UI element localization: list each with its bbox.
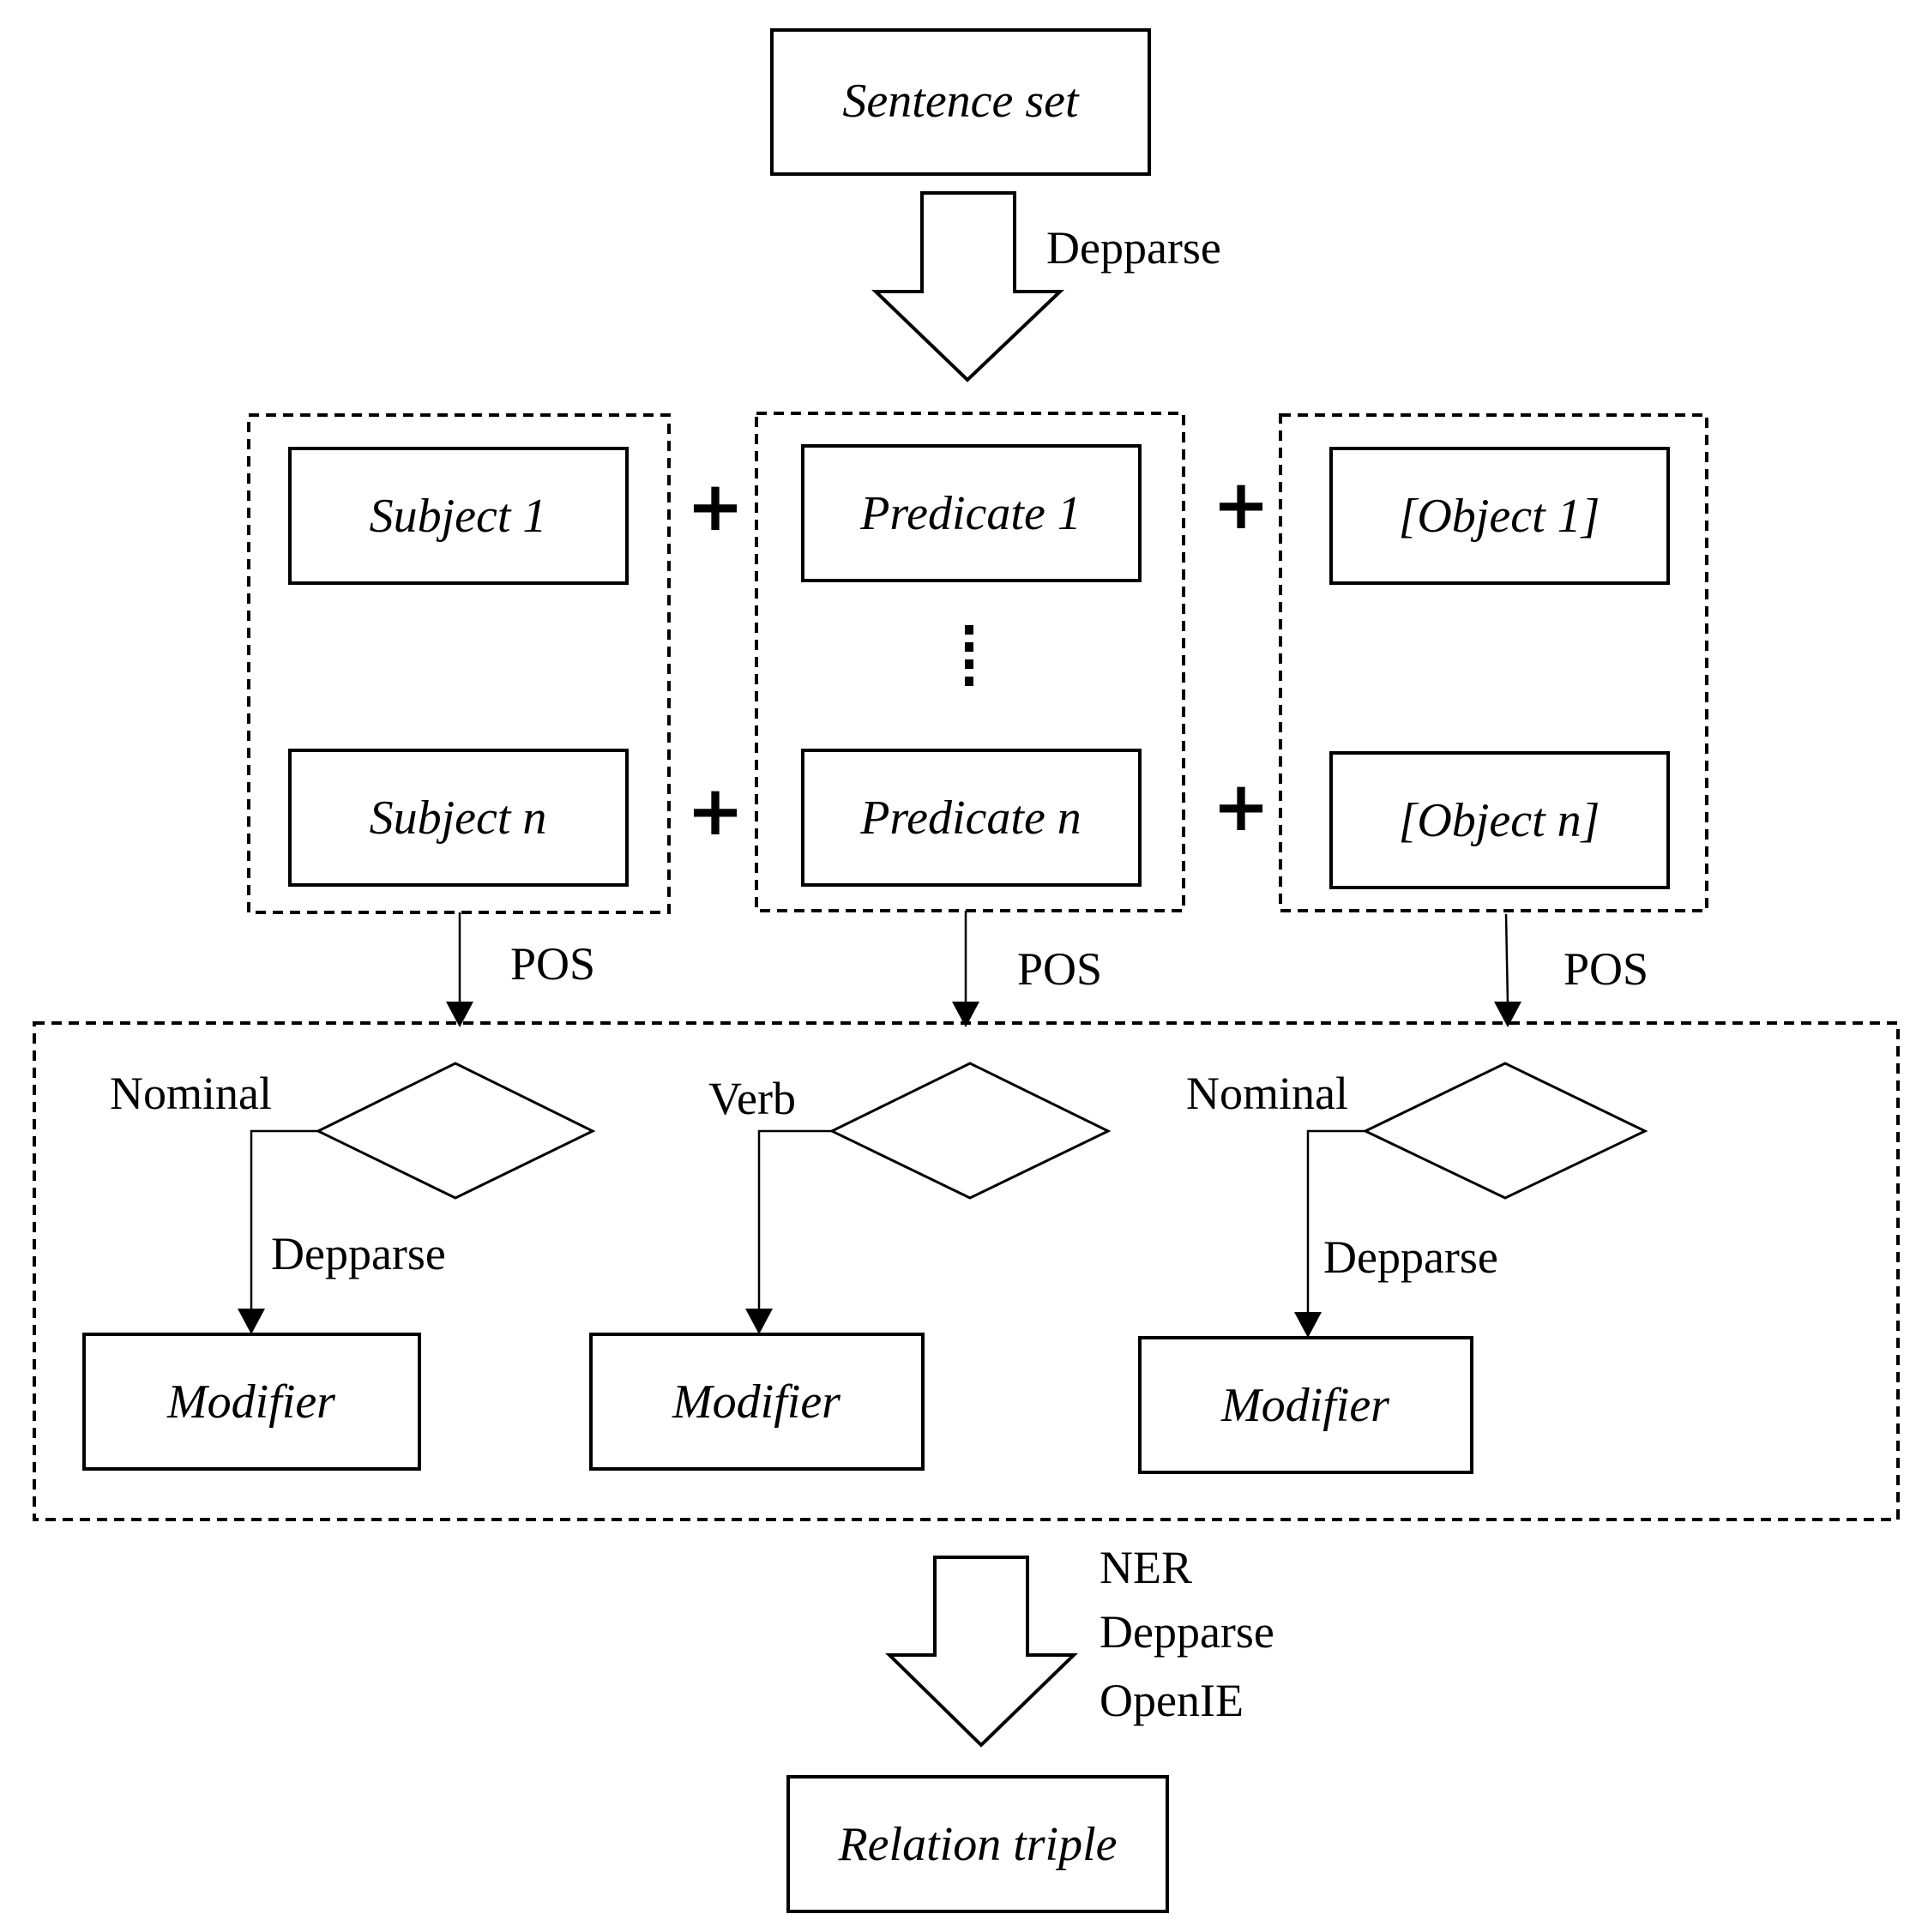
object-n-node xyxy=(1329,751,1670,889)
object-1-node xyxy=(1329,447,1670,585)
verb-branch: Verb Modifier xyxy=(589,1062,1112,1471)
pos-arrow-predicate: POS xyxy=(952,911,1102,1027)
predicate-n-label: Predicate n xyxy=(859,791,1082,845)
pos-arrow-subject: POS xyxy=(446,912,595,1027)
relation-triple-node: Relation triple xyxy=(786,1775,1169,1913)
modifier-node xyxy=(589,1333,925,1471)
object-1-label: [Object 1] xyxy=(1399,490,1600,543)
decision-diamond xyxy=(315,1062,596,1200)
decision-diamond xyxy=(1362,1062,1648,1200)
vertical-ellipsis xyxy=(965,625,973,686)
modifier-node xyxy=(82,1333,421,1471)
pos-label: POS xyxy=(1017,943,1102,995)
subject-n-node xyxy=(288,749,629,887)
subject-1-label: Subject 1 xyxy=(370,490,547,543)
depparse-label: Depparse xyxy=(1323,1231,1498,1283)
predicate-group: Predicate 1 Predicate n xyxy=(755,412,1185,912)
plus-sign: + xyxy=(1212,767,1269,846)
sentence-set-label: Sentence set xyxy=(842,75,1080,128)
predicate-1-node xyxy=(801,444,1142,582)
verb-label: Verb xyxy=(708,1073,796,1124)
nominal-branch-left: Nominal Depparse Modifier xyxy=(82,1062,596,1471)
modifier-label: Modifier xyxy=(1220,1379,1389,1432)
depparse-label-top: Depparse xyxy=(1046,222,1221,274)
plus-sign: + xyxy=(686,771,744,851)
object-group: [Object 1] [Object n] xyxy=(1279,413,1708,912)
pos-label: POS xyxy=(1564,943,1648,995)
decision-diamond xyxy=(828,1062,1112,1200)
depparse-label: Depparse xyxy=(271,1228,446,1279)
ner-depparse-openie-arrow: NER Depparse OpenIE xyxy=(885,1542,1274,1748)
subject-group: Subject 1 Subject n xyxy=(247,413,671,914)
pos-label: POS xyxy=(510,938,595,990)
modifier-label: Modifier xyxy=(672,1375,840,1429)
pos-processing-group xyxy=(33,1021,1900,1521)
nominal-label: Nominal xyxy=(1186,1068,1348,1119)
depparse-label: Depparse xyxy=(1100,1606,1274,1658)
object-n-label: [Object n] xyxy=(1399,794,1600,847)
relation-triple-label: Relation triple xyxy=(837,1818,1117,1871)
predicate-1-label: Predicate 1 xyxy=(859,487,1082,540)
modifier-node xyxy=(1138,1336,1473,1474)
openie-label: OpenIE xyxy=(1100,1675,1244,1726)
sentence-set-node: Sentence set xyxy=(770,28,1151,176)
predicate-n-node xyxy=(801,749,1142,887)
nominal-label: Nominal xyxy=(110,1068,272,1119)
plus-sign: + xyxy=(686,466,744,546)
subject-n-label: Subject n xyxy=(370,791,547,845)
subject-1-node xyxy=(288,447,629,585)
pos-arrow-object: POS xyxy=(1494,913,1648,1027)
nominal-branch-right: Nominal Depparse Modifier xyxy=(1138,1062,1648,1474)
plus-sign: + xyxy=(1212,465,1269,545)
modifier-label: Modifier xyxy=(166,1375,335,1429)
depparse-arrow: Depparse xyxy=(871,191,1221,382)
ner-label: NER xyxy=(1100,1542,1192,1593)
